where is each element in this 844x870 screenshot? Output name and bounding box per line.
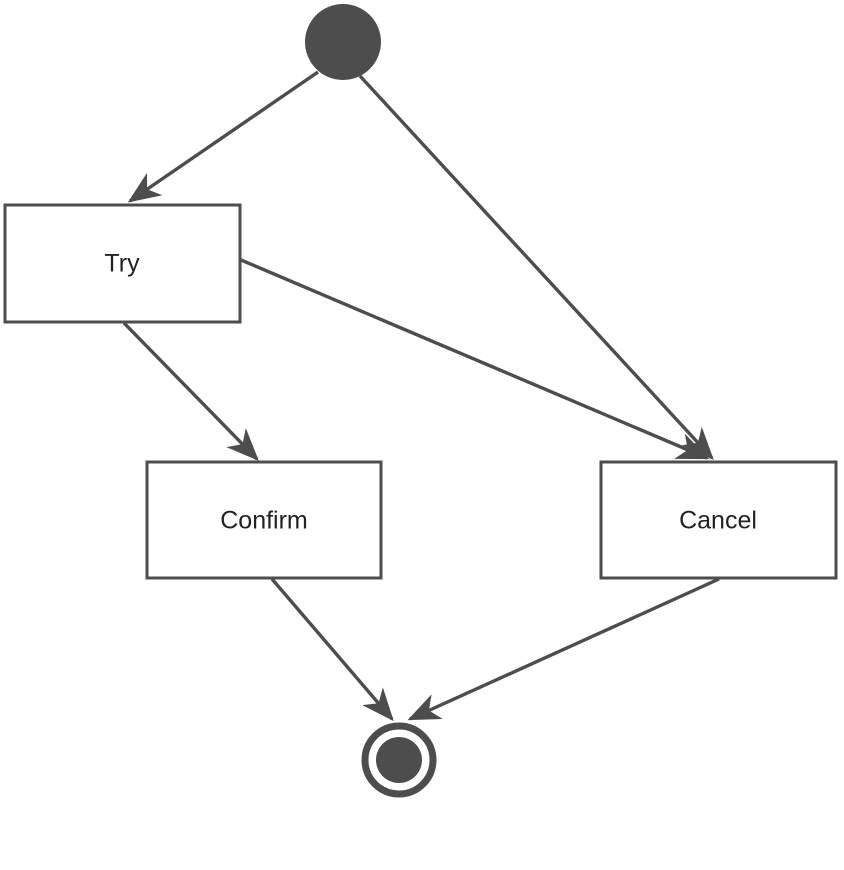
node-confirm-box[interactable] xyxy=(145,460,383,580)
node-confirm[interactable]: Confirm xyxy=(145,460,383,580)
node-confirm-label: Confirm xyxy=(220,507,308,535)
nodes-layer: Try Confirm Cancel xyxy=(3,4,838,798)
node-try-box[interactable] xyxy=(3,203,242,324)
node-end-inner-disc xyxy=(376,737,422,783)
node-end-final-state[interactable] xyxy=(361,722,437,798)
node-start-initial-state[interactable] xyxy=(305,4,381,80)
edge-try-to-confirm xyxy=(122,321,259,461)
edges-layer xyxy=(122,70,720,722)
edge-try-to-cancel xyxy=(240,258,710,460)
node-try[interactable]: Try xyxy=(3,203,242,324)
edge-start-to-try xyxy=(127,70,319,203)
edge-confirm-to-end xyxy=(270,577,394,722)
edge-cancel-to-end xyxy=(407,577,720,721)
node-try-label: Try xyxy=(104,250,140,278)
node-end-outer-ring xyxy=(361,722,437,798)
edge-start-to-cancel xyxy=(358,74,714,461)
node-cancel-label: Cancel xyxy=(679,507,757,535)
node-cancel[interactable]: Cancel xyxy=(599,460,838,580)
node-cancel-box[interactable] xyxy=(599,460,838,580)
